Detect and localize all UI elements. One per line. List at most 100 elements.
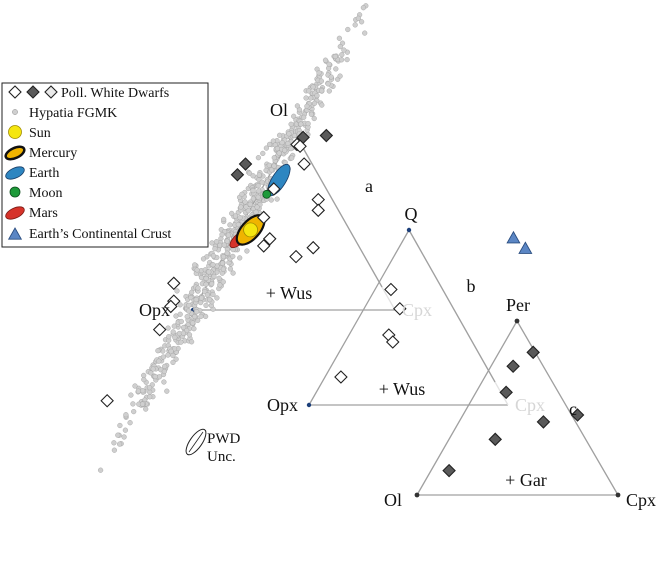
pwd-open-point-b-4 [334, 370, 348, 384]
hypatia-point [210, 262, 216, 268]
hypatia-point [198, 300, 204, 306]
pwd-filled-point-c-6 [442, 463, 456, 478]
hypatia-point [339, 57, 345, 63]
hypatia-point [227, 266, 234, 272]
hypatia-point [210, 291, 216, 298]
hypatia-point [230, 270, 236, 276]
hypatia-point [355, 15, 362, 21]
hypatia-point [247, 201, 253, 207]
hypatia-point [213, 239, 220, 245]
pwd-filled-point-c-0 [526, 345, 540, 360]
hypatia-point [339, 52, 345, 58]
hypatia-point [194, 267, 200, 273]
hypatia-point [326, 61, 332, 67]
pwd-open-point-b-0 [384, 282, 398, 297]
hypatia-point [209, 281, 215, 287]
hypatia-point [193, 297, 199, 303]
hypatia-point [170, 359, 176, 366]
hypatia-point [177, 302, 183, 308]
hypatia-point [362, 30, 368, 36]
hypatia-point [128, 392, 134, 398]
hypatia-point [164, 388, 170, 394]
hypatia-point [204, 292, 211, 298]
hypatia-point [186, 308, 192, 314]
hypatia-point [220, 266, 227, 272]
hypatia-point [344, 56, 350, 63]
hypatia-point [359, 19, 365, 25]
hypatia-point [191, 326, 197, 332]
hypatia-point [242, 199, 248, 205]
hypatia-point [166, 334, 172, 340]
hypatia-point [97, 467, 104, 473]
hypatia-point [277, 132, 283, 138]
hypatia-point [165, 352, 171, 358]
pwd-outlier-point-4 [164, 299, 178, 314]
hypatia-point [301, 114, 307, 120]
hypatia-point [162, 363, 168, 370]
pwd-filled-point-c-2 [499, 385, 513, 400]
hypatia-point [332, 53, 338, 60]
hypatia-point [219, 232, 225, 238]
legend-swatch-earth [5, 166, 25, 180]
hypatia-point [190, 320, 196, 326]
hypatia-point [130, 401, 136, 407]
hypatia-point [122, 427, 129, 433]
hypatia-point [203, 281, 209, 287]
hypatia-point [171, 323, 177, 329]
legend-label-earth: Earth [29, 166, 59, 181]
pwd-outlier-point-1 [230, 167, 245, 182]
hypatia-point [305, 120, 311, 127]
legend-label-moon: Moon [29, 186, 62, 201]
data-marks [100, 128, 585, 478]
hypatia-point [325, 81, 331, 87]
hypatia-point [155, 348, 161, 354]
hypatia-point [256, 172, 262, 178]
hypatia-point [186, 302, 192, 308]
legend-label-hypatia: Hypatia FGMK [29, 106, 117, 121]
pwd-open-point-a-7 [262, 232, 277, 246]
legend-swatch-mercury [4, 145, 26, 161]
hypatia-point [285, 140, 291, 147]
hypatia-point [198, 313, 204, 320]
hypatia-point [186, 332, 193, 338]
field-label-b: + Wus [379, 379, 426, 399]
hypatia-point [203, 275, 209, 282]
hypatia-point [214, 295, 220, 301]
legend-swatch-pwd-open-1 [8, 85, 22, 99]
pwd-open-point-b-3 [385, 335, 400, 349]
hypatia-point [165, 325, 171, 331]
hypatia-point [170, 329, 176, 335]
hypatia-point [333, 66, 339, 72]
hypatia-point [319, 102, 325, 108]
crust-point-b-1 [518, 241, 533, 254]
hypatia-point [181, 324, 187, 331]
hypatia-point [221, 216, 227, 223]
hypatia-point [132, 383, 138, 389]
hypatia-point [189, 339, 195, 345]
hypatia-point [131, 409, 137, 415]
panel-label-c: c [569, 399, 577, 419]
pwd-filled-point-a-1 [319, 128, 334, 143]
hypatia-point [312, 100, 318, 106]
pwd-outlier-point-2 [167, 276, 181, 291]
legend-symbols [4, 85, 58, 240]
hypatia-point [259, 179, 265, 185]
hypatia-point [189, 289, 195, 295]
pwd-open-point-a-6 [256, 210, 271, 225]
legend-swatch-hypatia [12, 109, 18, 115]
legend-label-sun: Sun [29, 126, 51, 141]
pwd-open-point-a-3 [267, 182, 281, 196]
hypatia-point [174, 288, 180, 294]
hypatia-point [256, 188, 262, 194]
hypatia-point [271, 155, 277, 161]
hypatia-point [147, 389, 153, 395]
hypatia-point [117, 422, 123, 429]
hypatia-point [250, 196, 256, 202]
hypatia-point [269, 167, 275, 173]
legend-swatch-moon [9, 186, 21, 198]
pwd-uncertainty: PWD Unc. [185, 428, 241, 465]
hypatia-point [135, 388, 142, 394]
vertex-label-b-left: Opx [267, 395, 298, 415]
hypatia-point [224, 238, 230, 244]
uncertainty-axis [188, 431, 204, 453]
